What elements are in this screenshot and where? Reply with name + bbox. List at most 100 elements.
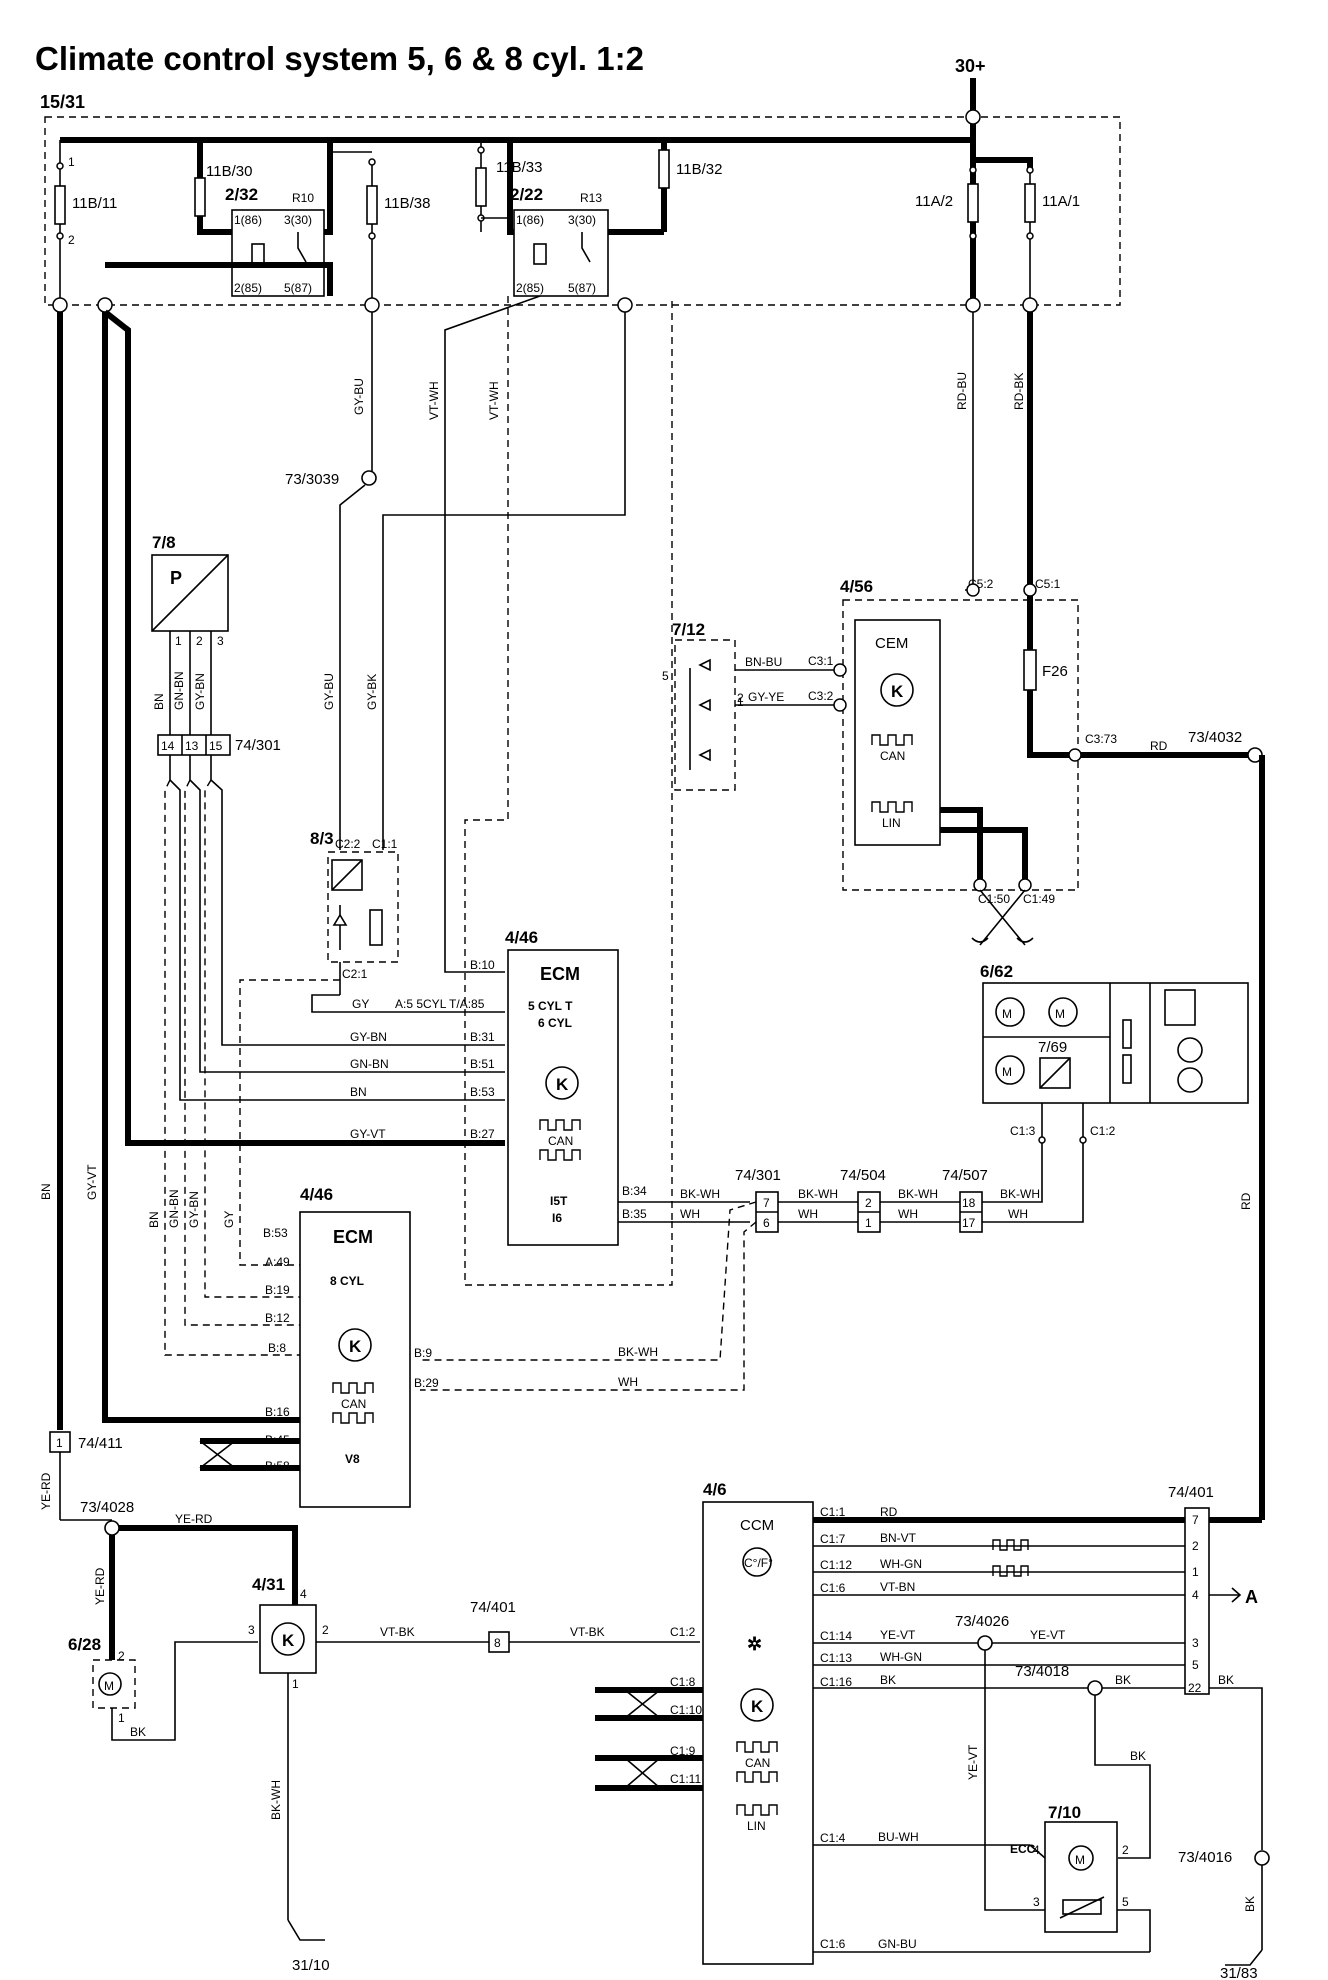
wire: BK xyxy=(1130,1749,1146,1763)
wire: BN xyxy=(350,1085,367,1099)
wire-rd-bk: RD-BK xyxy=(1012,373,1026,410)
wire: BK xyxy=(1218,1673,1234,1687)
wire: BK-WH xyxy=(1000,1187,1040,1201)
wire: WH-GN xyxy=(880,1650,922,1664)
fusebox-15-31: 15/31 30+ 1 2 11B/11 11B/30 11B/38 11B/3… xyxy=(40,56,1121,313)
pin: C1:12 xyxy=(820,1558,852,1572)
ecm-5-6-cyl: 4/46 ECM 5 CYL T 6 CYL K CAN I5T I6 B:10… xyxy=(350,928,647,1246)
pin: 4 xyxy=(300,1587,307,1601)
pin: C1:4 xyxy=(820,1831,846,1845)
relay-2-22-id: 2/22 xyxy=(510,185,543,204)
wire: GN-BN xyxy=(172,671,186,710)
ecm-8-foot: V8 xyxy=(345,1452,360,1466)
pin: B:35 xyxy=(622,1207,647,1221)
pin-1: 1 xyxy=(737,695,744,709)
connector-74-507: 74/507 xyxy=(942,1167,988,1184)
relay-pin: 5(87) xyxy=(284,281,312,295)
wire: GY-BN xyxy=(187,1191,201,1228)
pin: 6 xyxy=(763,1216,770,1230)
fuse-11b-11-label: 11B/11 xyxy=(72,195,117,212)
splice-73-3039: 73/3039 xyxy=(285,471,339,488)
wire: BK xyxy=(880,1673,896,1687)
pin: B:19 xyxy=(265,1283,290,1297)
pin: 3 xyxy=(248,1623,255,1637)
wire: BK-WH xyxy=(680,1187,720,1201)
splice-73-4016: 73/4016 xyxy=(1178,1849,1232,1866)
relay-pin: 3(30) xyxy=(284,213,312,227)
wire-gy-bu: GY-BU xyxy=(352,378,366,415)
left-wires: BN GY-VT xyxy=(39,262,505,1430)
cem-k-symbol: K xyxy=(891,682,904,701)
wire-gy-vt: GY-VT xyxy=(85,1164,99,1200)
relay-2-32-id: 2/32 xyxy=(225,185,258,204)
connector-74-401: 74/401 7 2 1 4 3 5 22 A BK 73/4016 BK 31… xyxy=(1168,1484,1270,1980)
pin: 2 xyxy=(1192,1539,1199,1553)
pin: C1:9 xyxy=(670,1744,696,1758)
relay-pin: 1(86) xyxy=(516,213,544,227)
pin: C1:3 xyxy=(1010,1124,1036,1138)
pin: 2 xyxy=(865,1196,872,1210)
relay-pin: 1(86) xyxy=(234,213,262,227)
wire: WH xyxy=(680,1207,700,1221)
pin: C1:7 xyxy=(820,1532,846,1546)
ecm-variant-2: 6 CYL xyxy=(538,1016,572,1030)
pin: C1:16 xyxy=(820,1675,852,1689)
ccm-k: K xyxy=(751,1697,764,1716)
wire: GY-BN xyxy=(193,673,207,710)
ecm-id: 4/46 xyxy=(505,928,538,947)
pin: 3 xyxy=(1192,1636,1199,1650)
wire: RD xyxy=(880,1505,898,1519)
vt-wh-wires: VT-WH VT-WH xyxy=(427,295,673,1286)
ecm-name: ECM xyxy=(540,964,580,984)
pin: C3:73 xyxy=(1085,732,1117,746)
pin: 1 xyxy=(292,1677,299,1691)
sensor-7-12: 7/12 5 2 1 BN-BU GY-YE xyxy=(662,620,840,791)
pin: B:53 xyxy=(470,1085,495,1099)
ccm-name: CCM xyxy=(740,1517,774,1534)
ecc-id: 7/10 xyxy=(1048,1803,1081,1822)
wire-vt-wh-1: VT-WH xyxy=(427,381,441,420)
wire: YE-RD xyxy=(39,1472,53,1510)
wire: BK-WH xyxy=(798,1187,838,1201)
wire: BU-WH xyxy=(878,1830,919,1844)
panel-id: 6/62 xyxy=(980,962,1013,981)
wire: BK-WH xyxy=(269,1780,283,1820)
can-label: CAN xyxy=(745,1756,770,1770)
pin: B:53 xyxy=(263,1226,288,1240)
connector-74-301: 74/301 xyxy=(235,737,281,754)
fan-motor-id: 6/28 xyxy=(68,1635,101,1654)
sensor-7-69: 7/69 xyxy=(1038,1039,1067,1056)
pressure-sensor-7-8: 7/8 P 1 2 3 BN GN-BN GY-BN 14 13 15 74/3… xyxy=(151,533,505,1356)
pin: 13 xyxy=(185,739,199,753)
pin: C1:1 xyxy=(820,1505,846,1519)
ground-31-10: 31/10 xyxy=(292,1957,330,1974)
wire: BK xyxy=(130,1725,146,1739)
wire: GN-BU xyxy=(878,1937,917,1951)
pin: 15 xyxy=(209,739,223,753)
wire: RD xyxy=(1150,739,1168,753)
pin: B:27 xyxy=(470,1127,495,1141)
pin: 2 xyxy=(737,691,744,705)
lin-label: LIN xyxy=(882,816,901,830)
cem-id: 4/56 xyxy=(840,577,873,596)
ecc-motor-m: M xyxy=(1075,1853,1085,1867)
wire-gy-bu-2: GY-BU xyxy=(322,673,336,710)
pin: 1 xyxy=(865,1216,872,1230)
connector-74-411: 74/411 xyxy=(78,1435,123,1452)
pin: C1:8 xyxy=(670,1675,696,1689)
splice-73-4028: 73/4028 xyxy=(80,1499,134,1516)
splice-73-3039-area: GY-BU 73/3039 GY-BU GY-BK xyxy=(285,312,626,850)
pin: C1:2 xyxy=(670,1625,696,1639)
pin: 1 xyxy=(1192,1565,1199,1579)
wire: BN-VT xyxy=(880,1531,917,1545)
supply-30-label: 30+ xyxy=(955,56,986,76)
pin: C1:11 xyxy=(670,1772,701,1786)
ecm-foot: I6 xyxy=(552,1211,562,1225)
pin: C3:2 xyxy=(808,689,834,703)
pin: B:8 xyxy=(268,1341,286,1355)
lower-left-circuit: 1 74/411 YE-RD 73/4028 YE-RD YE-RD 6/28 … xyxy=(39,1431,700,1974)
wire: BN-BU xyxy=(745,655,782,669)
lin-label: LIN xyxy=(747,1819,766,1833)
pin: C2:1 xyxy=(342,967,368,981)
